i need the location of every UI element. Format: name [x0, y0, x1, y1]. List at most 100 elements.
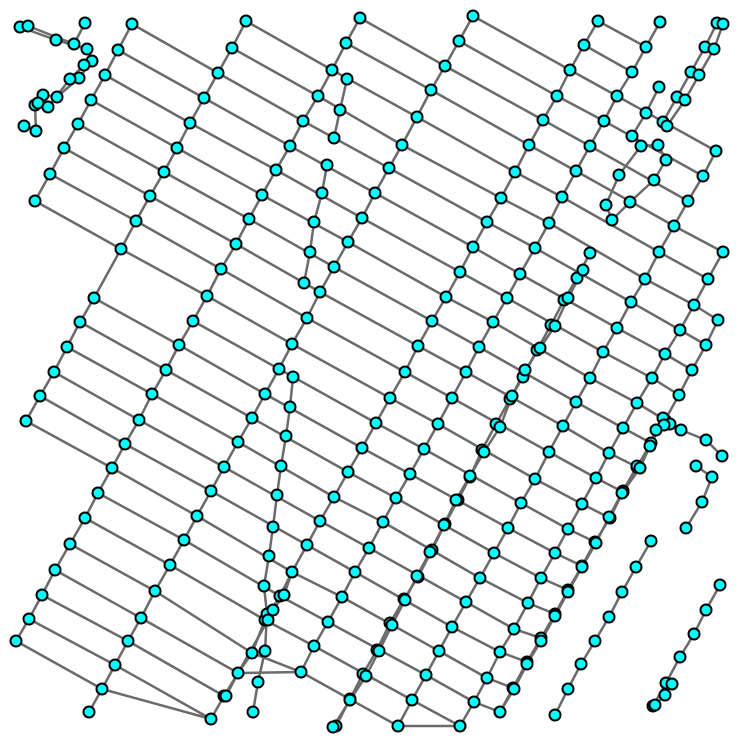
intersection-node [624, 295, 638, 309]
intersection-node [385, 618, 399, 632]
intersection-node [29, 124, 43, 138]
intersection-node [410, 569, 424, 583]
intersection-node [596, 345, 610, 359]
intersection-node [423, 545, 437, 559]
street-edge [457, 39, 559, 98]
street-edge [596, 19, 648, 49]
street-edge [582, 43, 634, 74]
intersection-node [341, 465, 355, 479]
street-edge [202, 96, 292, 148]
street-edge [346, 470, 398, 500]
street-edge [499, 196, 551, 225]
intersection-node [9, 634, 23, 648]
street-edge [113, 663, 213, 721]
intersection-node [472, 340, 486, 354]
intersection-node [463, 469, 477, 483]
street-edge [444, 295, 495, 324]
street-edge [48, 172, 138, 223]
street-edge [52, 370, 141, 422]
intersection-node [403, 467, 417, 481]
intersection-node [372, 644, 386, 658]
intersection-node [528, 241, 542, 255]
intersection-node [569, 395, 583, 409]
street-edge [424, 673, 476, 704]
street-edge [485, 220, 537, 250]
intersection-node [190, 509, 204, 523]
intersection-node [391, 719, 405, 733]
intersection-node [438, 59, 452, 73]
intersection-node [699, 433, 713, 447]
intersection-node [95, 682, 109, 696]
street-edge [519, 501, 570, 531]
intersection-node [687, 298, 701, 312]
intersection-node [521, 596, 535, 610]
street-edge [216, 71, 305, 123]
intersection-node [501, 521, 515, 535]
street-edge [443, 64, 545, 122]
intersection-node [493, 645, 507, 659]
intersection-node [383, 391, 397, 405]
intersection-node [57, 141, 71, 155]
intersection-node [22, 612, 36, 626]
street-edge [533, 477, 584, 506]
intersection-node [348, 565, 362, 579]
street-edge [83, 516, 172, 567]
intersection-node [467, 695, 481, 709]
intersection-node [143, 189, 157, 203]
intersection-node [432, 644, 446, 658]
street-edge [92, 296, 181, 347]
intersection-node [477, 445, 491, 459]
intersection-node [466, 240, 480, 254]
intersection-node [534, 571, 548, 585]
intersection-node [644, 534, 658, 548]
street-edge [175, 146, 264, 197]
street-edge [492, 551, 543, 580]
intersection-node [78, 16, 92, 30]
street-edge [126, 639, 226, 698]
street-edge [68, 542, 157, 593]
intersection-node [528, 472, 542, 486]
intersection-node [343, 693, 357, 707]
intersection-node [411, 339, 425, 353]
intersection-node [327, 490, 341, 504]
intersection-node [163, 558, 177, 572]
intersection-node [214, 262, 228, 276]
street-edge [65, 345, 154, 396]
intersection-node [108, 658, 122, 672]
intersection-node [574, 657, 588, 671]
intersection-node [35, 588, 49, 602]
intersection-node [665, 677, 679, 691]
intersection-node [315, 186, 329, 200]
street-edge [471, 14, 572, 72]
intersection-node [211, 66, 225, 80]
intersection-node [487, 546, 501, 560]
intersection-node [701, 272, 715, 286]
intersection-node [660, 119, 674, 133]
street-edge [153, 589, 254, 655]
street-edge [388, 396, 440, 426]
street-edge [429, 88, 531, 147]
street-edge [24, 419, 114, 470]
street-edge [450, 625, 502, 654]
street-edge [437, 649, 489, 680]
street-edge [373, 191, 475, 249]
intersection-node [536, 113, 550, 127]
street-edge [400, 143, 503, 200]
intersection-node [716, 17, 730, 31]
street-edge [148, 194, 238, 246]
intersection-node [134, 611, 148, 625]
intersection-node [681, 194, 695, 208]
intersection-node [217, 460, 231, 474]
street-edge [53, 568, 143, 620]
intersection-node [452, 34, 466, 48]
intersection-node [105, 461, 119, 475]
intersection-node [283, 139, 297, 153]
intersection-node [563, 63, 577, 77]
intersection-node [186, 314, 200, 328]
street-edge [100, 687, 213, 721]
street-edge [471, 245, 522, 276]
street-edge [555, 94, 606, 123]
street-edge [209, 489, 309, 547]
intersection-node [204, 712, 218, 726]
street-edge [260, 193, 350, 244]
